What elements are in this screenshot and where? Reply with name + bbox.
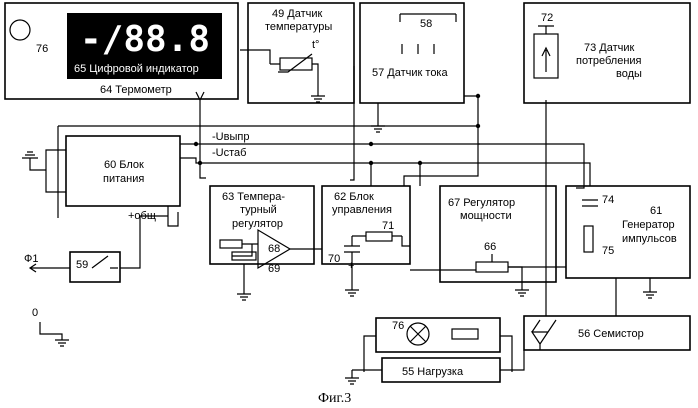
- res-69-label: 69: [268, 263, 280, 275]
- bus-uvypr: -Uвыпр: [212, 131, 249, 143]
- bus-ustab: -Uстаб: [212, 147, 246, 159]
- cap-74-label: 74: [602, 194, 614, 206]
- lamp-76-label: 76: [392, 320, 404, 332]
- control-line2: управления: [332, 204, 392, 216]
- current-sensor-block: [360, 3, 464, 103]
- res-66-label: 66: [484, 241, 496, 253]
- water-sensor-line2: потребления: [576, 55, 642, 67]
- load-label: 55 Нагрузка: [402, 366, 464, 378]
- temp-symbol: t°: [312, 39, 319, 51]
- contact-58: 58: [420, 18, 432, 30]
- op-amp-label: 68: [268, 243, 280, 255]
- water-sensor-line1: 73 Датчик: [584, 42, 635, 54]
- power-regulator-res-66: [476, 262, 508, 272]
- res-71-label: 71: [382, 220, 394, 232]
- simistor-label: 56 Семистор: [578, 328, 644, 340]
- cap-plus: +: [348, 260, 354, 272]
- zero-label: 0: [32, 307, 38, 319]
- power-regulator-line2: мощности: [460, 210, 512, 222]
- thermistor: [280, 58, 312, 70]
- power-regulator-line1: 67 Регулятор: [448, 197, 515, 209]
- control-res-71: [366, 232, 392, 241]
- simistor-symbol: [532, 320, 556, 350]
- power-supply-block: [66, 136, 180, 206]
- control-line1: 62 Блок: [334, 191, 374, 203]
- power-supply-line1: 60 Блок: [104, 159, 144, 171]
- res-75-label: 75: [602, 245, 614, 257]
- pulse-gen-res-75: [584, 226, 593, 252]
- water-sensor-num: 72: [541, 12, 553, 24]
- temp-regulator-line3: регулятор: [232, 218, 283, 230]
- indicator-digits: -/88.8: [80, 19, 210, 60]
- temp-sensor-line2: температуры: [265, 21, 332, 33]
- power-supply-line2: питания: [103, 173, 144, 185]
- cap-70-label: 70: [328, 253, 340, 265]
- circle-76-label: 76: [36, 43, 48, 55]
- circle-76: [10, 20, 30, 40]
- switch-59-label: 59: [76, 259, 88, 271]
- pulse-gen-line2: Генератор: [622, 219, 675, 231]
- pulse-gen-line1: 61: [650, 205, 662, 217]
- pulse-gen-line3: импульсов: [622, 233, 677, 245]
- indicator-label: 65 Цифровой индикатор: [74, 63, 199, 75]
- temp-regulator-input-res: [220, 240, 242, 248]
- phase-label: Ф1: [24, 253, 38, 265]
- lamp-resistor: [452, 329, 478, 339]
- temp-regulator-line1: 63 Темпера-: [222, 191, 285, 203]
- thermometer-label: 64 Термометр: [100, 84, 172, 96]
- temp-sensor-line1: 49 Датчик: [272, 8, 323, 20]
- water-sensor-line3: воды: [616, 68, 642, 80]
- temp-regulator-line2: турный: [240, 204, 277, 216]
- current-sensor-label: 57 Датчик тока: [372, 67, 448, 79]
- figure-caption: Фиг.3: [318, 391, 351, 406]
